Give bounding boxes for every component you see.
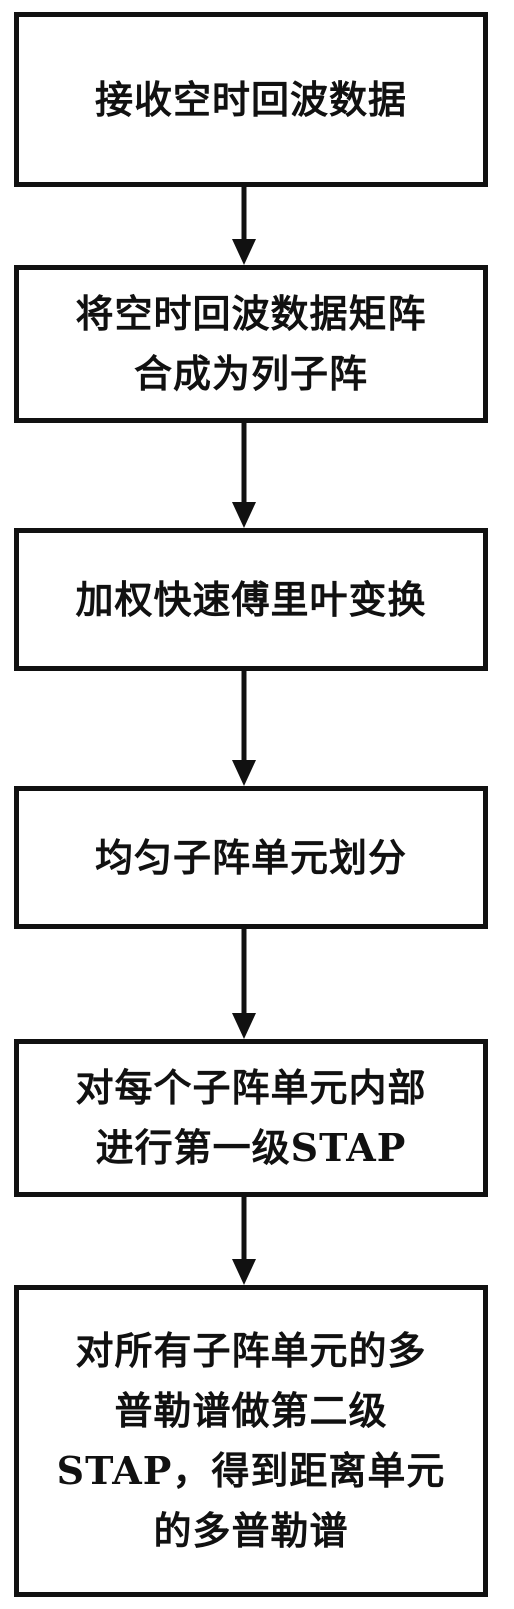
step-box-weighted-fft: 加权快速傅里叶变换 [14, 528, 488, 671]
step-box-first-stage-stap: 对每个子阵单元内部 进行第一级STAP [14, 1039, 488, 1197]
step-box-uniform-subarray-division: 均匀子阵单元划分 [14, 786, 488, 929]
arrow-down-icon [232, 929, 256, 1039]
step-box-column-subarray-synthesis: 将空时回波数据矩阵 合成为列子阵 [14, 265, 488, 423]
step-box-receive-echo-data: 接收空时回波数据 [14, 12, 488, 187]
arrow-down-icon [232, 423, 256, 528]
step-label: 加权快速傅里叶变换 [75, 576, 427, 622]
arrow-down-icon [232, 1197, 256, 1285]
step-label: 对所有子阵单元的多 普勒谱做第二级 STAP，得到距离单元 的多普勒谱 [56, 1328, 446, 1553]
arrow-down-icon [232, 671, 256, 786]
step-box-second-stage-stap: 对所有子阵单元的多 普勒谱做第二级 STAP，得到距离单元 的多普勒谱 [14, 1285, 488, 1597]
step-label: 接收空时回波数据 [94, 76, 407, 122]
arrow-down-icon [232, 187, 256, 265]
step-label: 将空时回波数据矩阵 合成为列子阵 [75, 291, 427, 396]
step-label: 对每个子阵单元内部 进行第一级STAP [75, 1065, 427, 1170]
step-label: 均匀子阵单元划分 [94, 834, 407, 880]
